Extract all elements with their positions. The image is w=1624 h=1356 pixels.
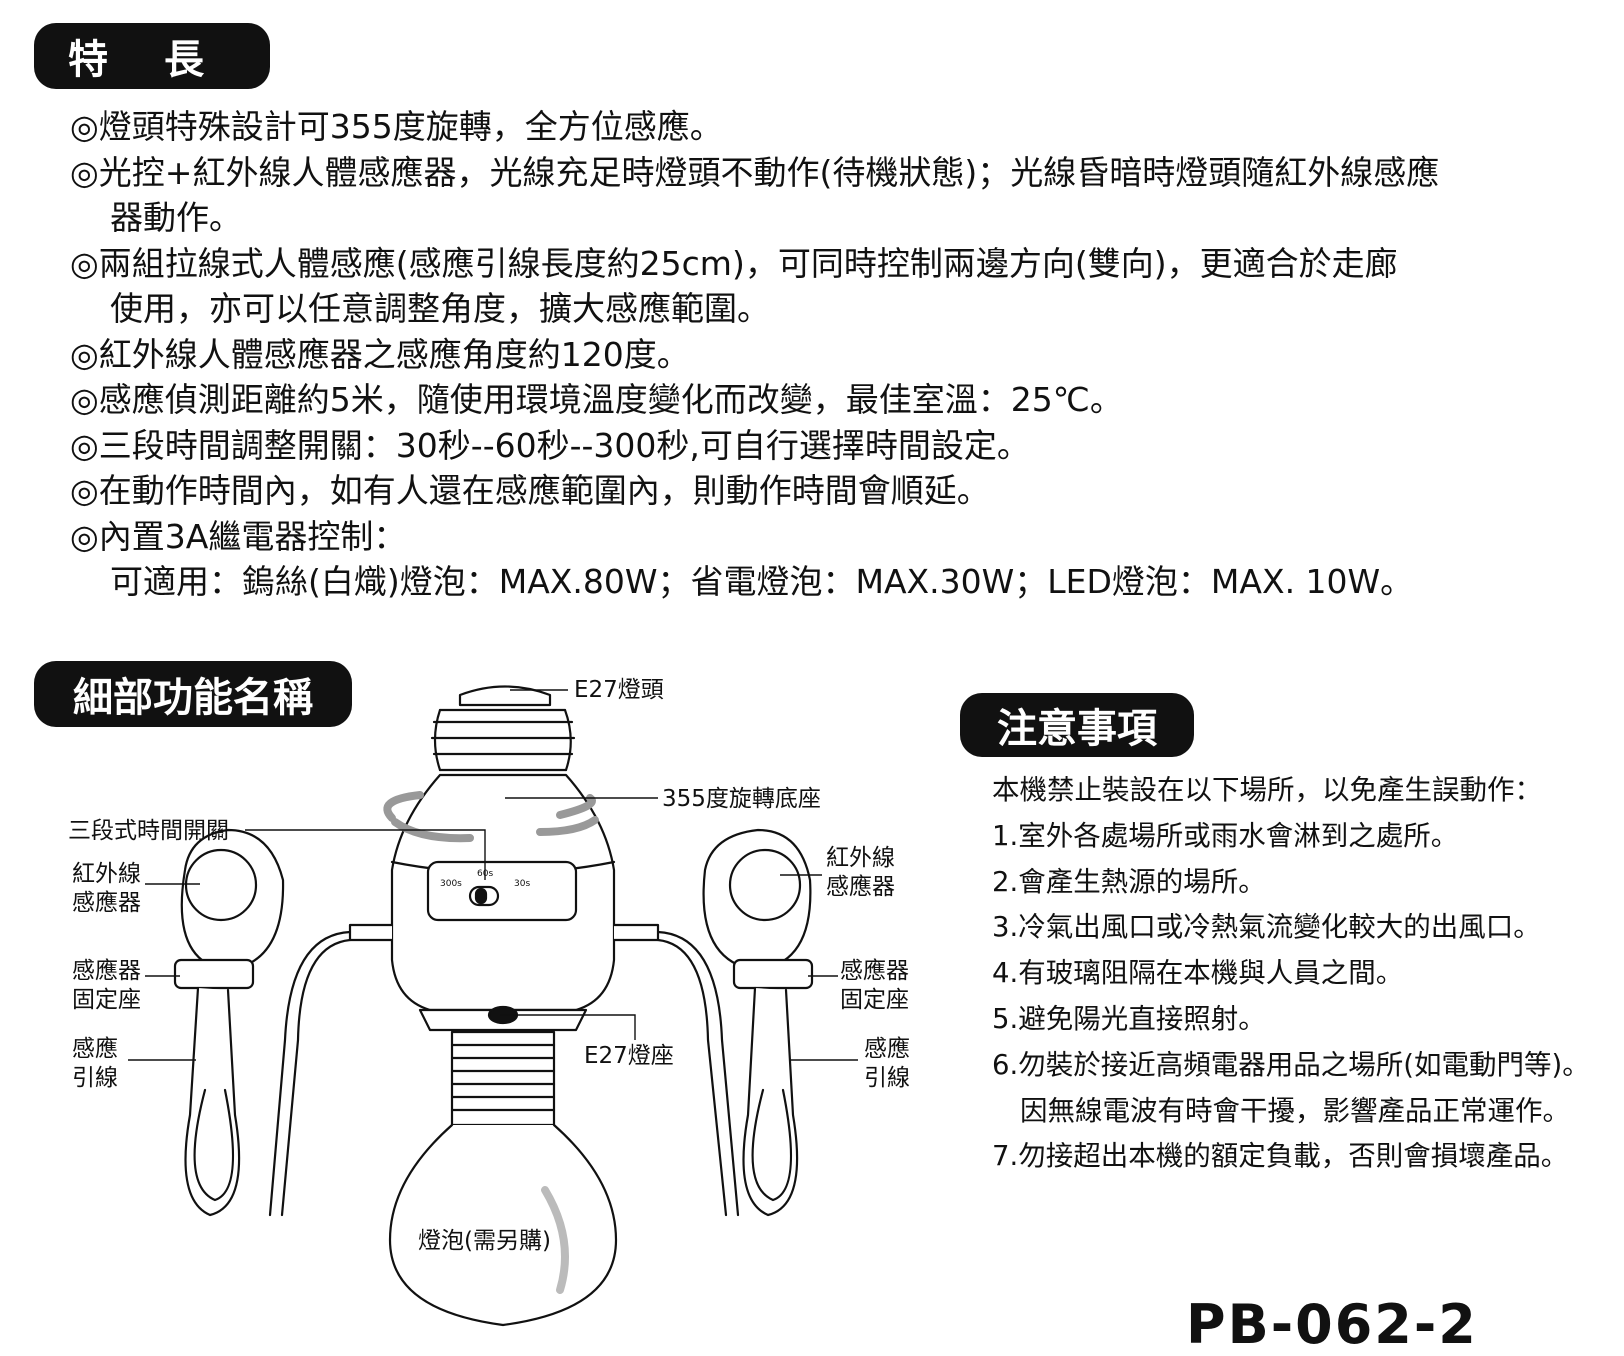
holder-right-label: 感應器 [840,958,909,984]
ir-sensor-right-label: 紅外線 [826,845,895,871]
holder-right-label: 固定座 [840,987,909,1013]
note-item: 1.室外各處場所或雨水會淋到之處所。 [992,819,1459,852]
note-item: 7.勿接超出本機的額定負載，否則會損壞產品。 [992,1140,1569,1173]
note-item: 2.會產生熱源的場所。 [992,865,1266,898]
feature-item: ◎內置3A繼電器控制：可適用：鎢絲(白熾)燈泡：MAX.80W；省電燈泡：MAX… [70,516,1414,602]
lead-left-label: 感應 [72,1036,118,1062]
feature-item: ◎感應偵測距離約5米，隨使用環境溫度變化而改變，最佳室溫：25℃。 [70,380,1123,419]
base-355-label: 355度旋轉底座 [662,786,821,812]
lead-left-label: 引線 [72,1065,118,1091]
feature-item: ◎光控+紅外線人體感應器，光線充足時燈頭不動作(待機狀態)；光線昏暗時燈頭隨紅外… [70,152,1440,238]
e27-head-label: E27燈頭 [574,677,664,703]
holder-left-label: 感應器 [72,958,141,984]
switch-300-label: 300s [440,879,462,889]
ir-sensor-left-label: 紅外線 [72,861,141,887]
lead-right-label: 感應 [864,1036,910,1062]
holder-left-label: 固定座 [72,987,141,1013]
model-number: PB-062-2 [1186,1293,1478,1356]
features-section-title: 特長 [34,23,270,89]
lead-right-label: 引線 [864,1065,910,1091]
product-diagram: E27燈頭 355度旋轉底座 三段式時間開關 紅外線 感應器 感應器 固定座 感… [68,677,910,1327]
feature-item: ◎三段時間調整開關：30秒--60秒--300秒,可自行選擇時間設定。 [70,425,1030,465]
note-item: 本機禁止裝設在以下場所，以免產生誤動作： [992,774,1542,806]
feature-item: ◎在動作時間內，如有人還在感應範圍內，則動作時間會順延。 [70,471,990,510]
ir-sensor-left-label: 感應器 [72,890,141,916]
note-item: 6.勿裝於接近高頻電器用品之場所(如電動門等)。 [992,1048,1590,1081]
ir-sensor-right-label: 感應器 [826,874,895,900]
feature-item: ◎燈頭特殊設計可355度旋轉，全方位感應。 [70,107,723,146]
bulb-label: 燈泡(需另購) [418,1228,551,1254]
note-item: 5.避免陽光直接照射。 [992,1002,1266,1035]
e27-socket-label: E27燈座 [584,1043,674,1069]
timer-switch-label: 三段式時間開關 [68,818,229,844]
features-list: ◎燈頭特殊設計可355度旋轉，全方位感應。 ◎光控+紅外線人體感應器，光線充足時… [70,104,1610,605]
notes-section-title: 注意事項 [960,693,1194,757]
notes-list: 本機禁止裝設在以下場所，以免產生誤動作： 1.室外各處場所或雨水會淋到之處所。 … [992,768,1622,1180]
note-item: 3.冷氣出風口或冷熱氣流變化較大的出風口。 [992,911,1541,944]
feature-item: ◎紅外線人體感應器之感應角度約120度。 [70,334,690,374]
note-item: 4.有玻璃阻隔在本機與人員之間。 [992,957,1404,990]
note-item: 因無線電波有時會干擾，影響產品正常運作。 [1020,1094,1570,1127]
switch-30-label: 30s [514,879,530,889]
parts-section-title: 細部功能名稱 [34,661,352,727]
switch-60-label: 60s [477,869,493,879]
feature-item: ◎兩組拉線式人體感應(感應引線長度約25cm)，可同時控制兩邊方向(雙向)，更適… [70,243,1398,329]
